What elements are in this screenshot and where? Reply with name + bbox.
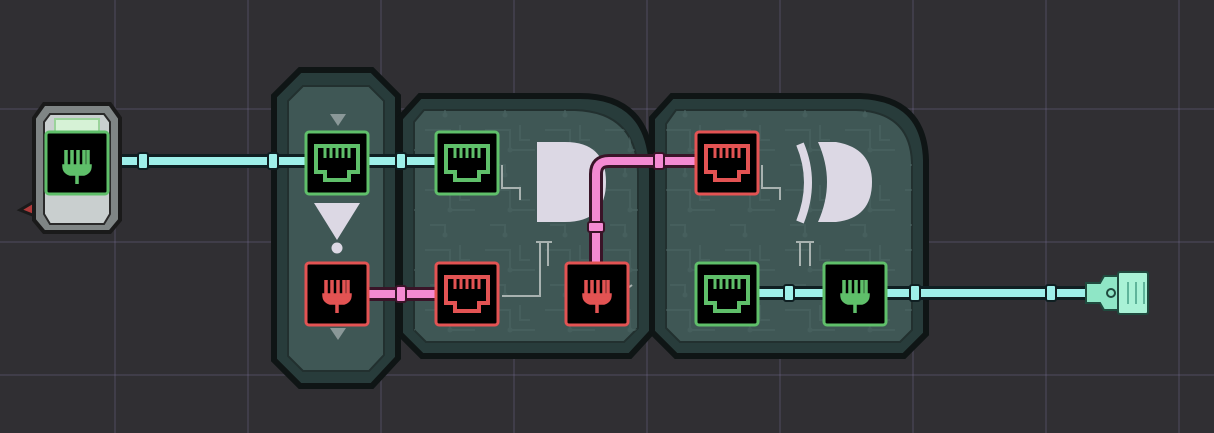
and-gate-symbol-icon <box>537 142 606 222</box>
wire-not-to-and-input-a <box>368 152 436 170</box>
wire-xor-to-output <box>756 284 1100 302</box>
not-gate-module[interactable] <box>271 67 401 389</box>
socket-icon <box>314 144 360 182</box>
socket-icon <box>444 275 490 313</box>
switch-output-port[interactable] <box>44 130 110 196</box>
output-connector[interactable] <box>1085 271 1149 315</box>
not-output-port[interactable] <box>304 261 370 327</box>
plug-icon <box>62 150 92 184</box>
wire-and-to-xor <box>587 152 698 264</box>
connector-pin-icon <box>1106 288 1116 298</box>
xor-input-a-port[interactable] <box>694 130 760 196</box>
wire-switch-to-not <box>118 152 306 170</box>
xor-input-curve-icon <box>796 142 812 224</box>
wire-not-to-and-input-b <box>368 285 436 303</box>
xor-gate-symbol-icon <box>818 142 872 222</box>
xor-input-b-port[interactable] <box>694 261 760 327</box>
socket-icon <box>704 275 750 313</box>
plug-icon <box>322 280 352 313</box>
and-output-port[interactable] <box>564 261 630 327</box>
not-input-port[interactable] <box>304 130 370 196</box>
not-gate-bubble-icon <box>331 242 343 254</box>
not-gate-triangle-icon <box>314 203 360 240</box>
and-input-b-port[interactable] <box>434 261 500 327</box>
xor-output-port[interactable] <box>822 261 888 327</box>
socket-icon <box>444 144 490 182</box>
plug-icon <box>582 280 612 313</box>
arrow-down-icon <box>330 114 346 126</box>
and-input-a-port[interactable] <box>434 130 500 196</box>
socket-icon <box>704 144 750 182</box>
arrow-down-icon <box>330 328 346 340</box>
plug-icon <box>840 280 870 313</box>
